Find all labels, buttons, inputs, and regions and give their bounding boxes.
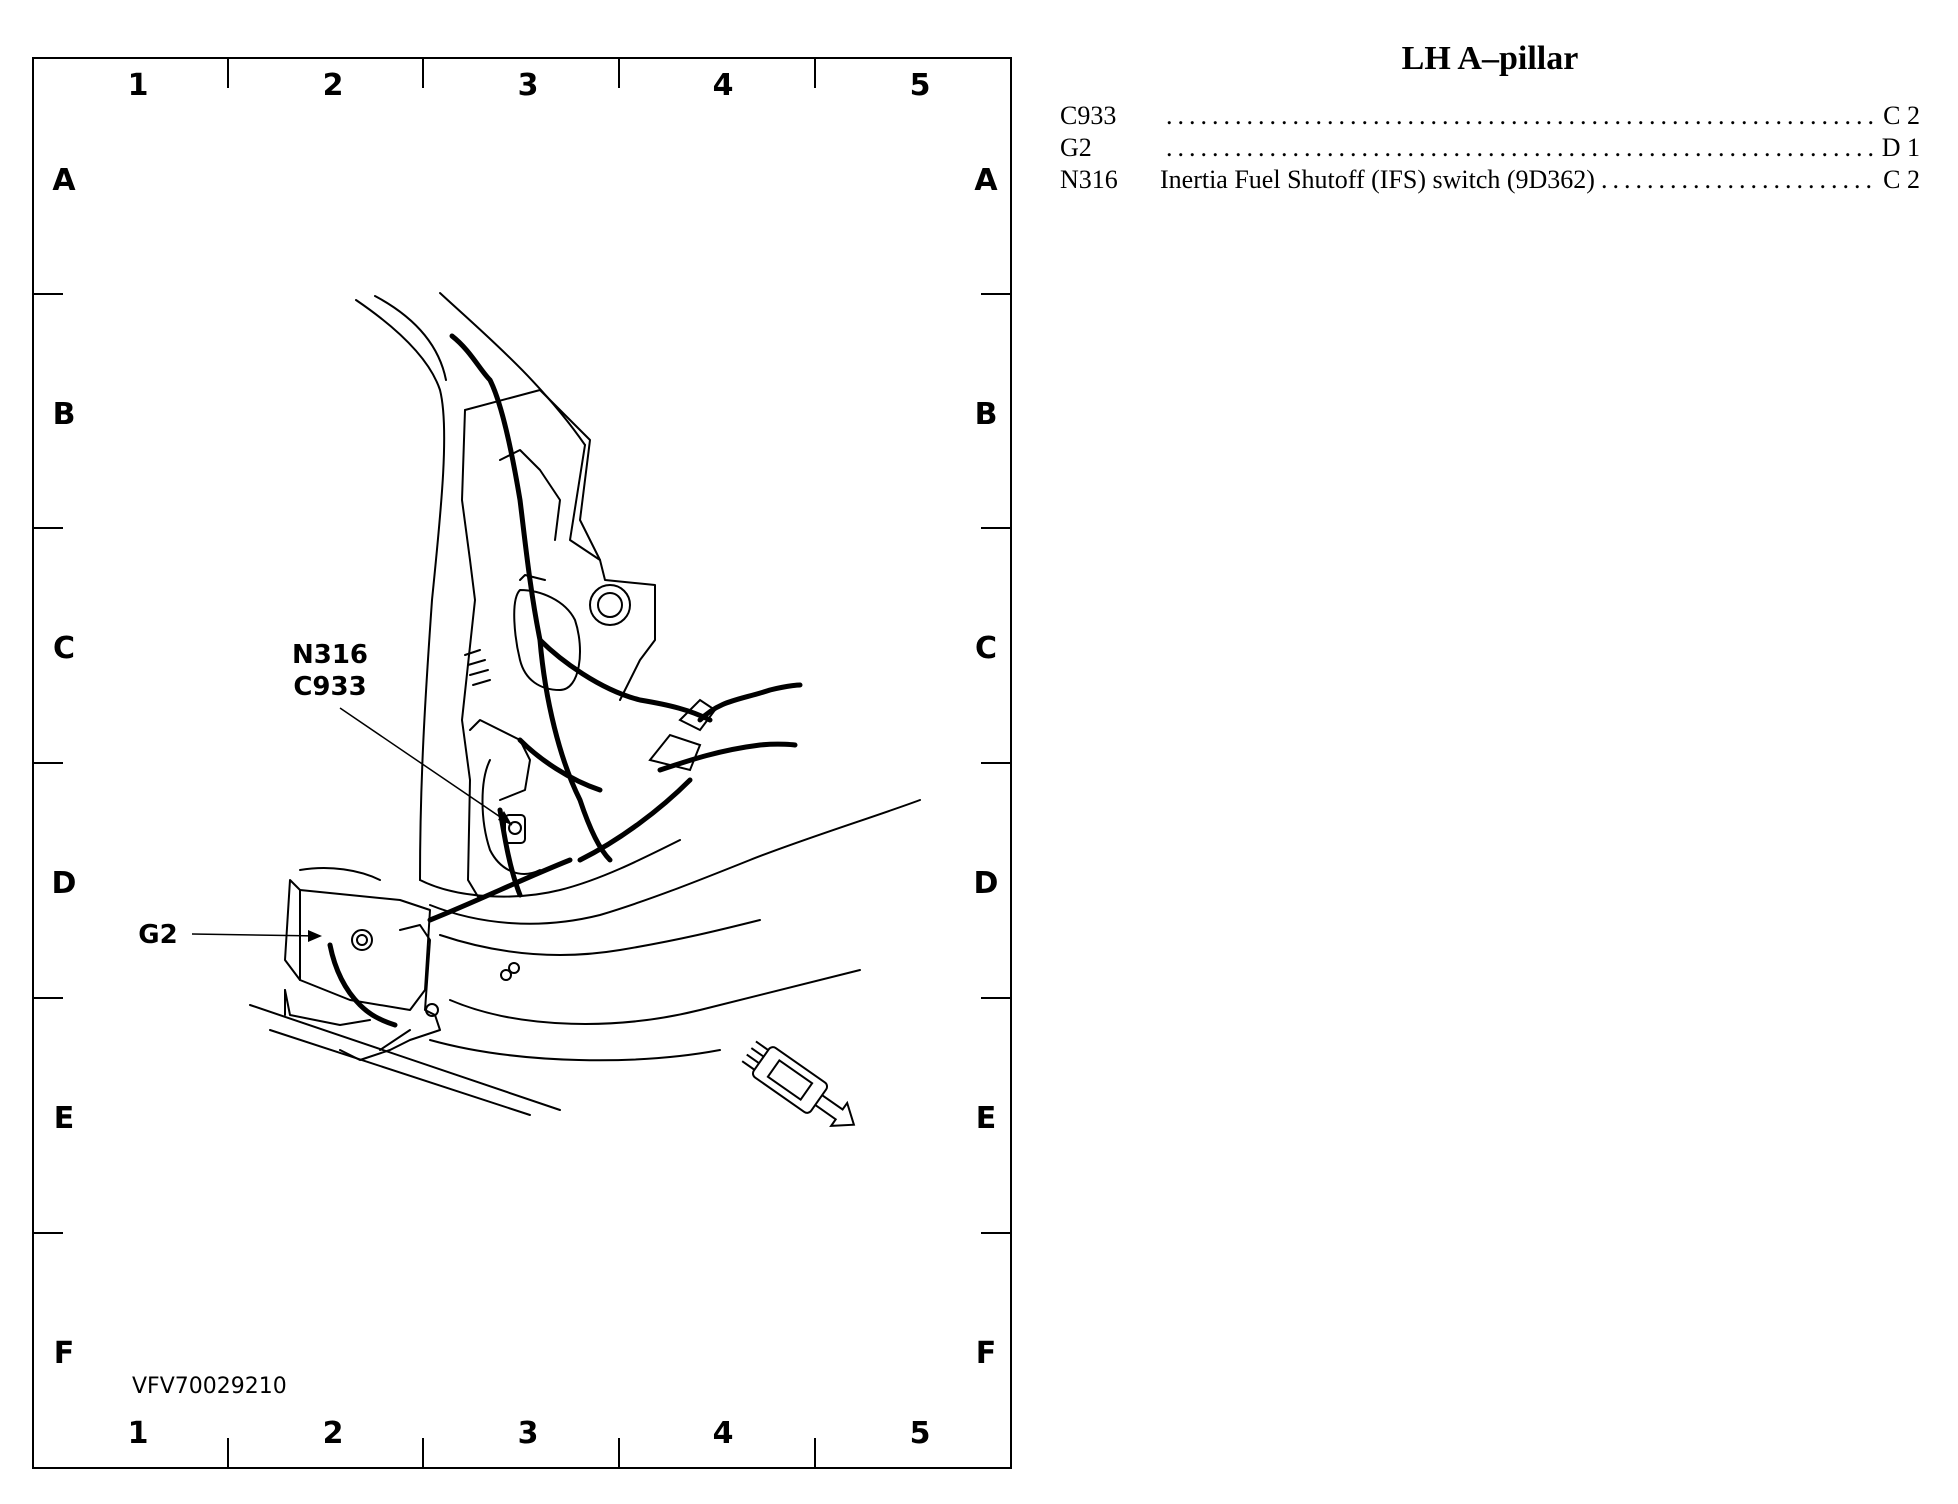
col-label-top-4: 4 [713, 68, 734, 103]
legend-row: G2 D 1 [1060, 132, 1920, 164]
legend-location: D 1 [1881, 133, 1920, 162]
diagram-frame [32, 57, 1012, 1469]
row-label-left-b: B [53, 397, 76, 432]
legend-title: LH A–pillar [1401, 40, 1579, 77]
a-pillar-drawing [249, 292, 921, 1116]
row-label-left-d: D [52, 866, 77, 901]
col-label-bottom-4: 4 [713, 1416, 734, 1451]
row-label-right-d: D [974, 866, 999, 901]
harness-connectors [504, 698, 717, 844]
leader-dots [1166, 100, 1877, 132]
row-label-right-e: E [976, 1101, 997, 1136]
callout-g2-leader [191, 933, 321, 937]
callout-g2-arrowhead [308, 930, 322, 942]
legend-row: C933 C 2 [1060, 100, 1920, 132]
row-label-left-a: A [52, 163, 76, 198]
leader-dots [1601, 164, 1877, 196]
grid-ticks [33, 58, 1011, 1468]
ifs-switch-icon [741, 1040, 856, 1127]
callout-n316-label: N316 [292, 640, 368, 670]
row-label-right-a: A [974, 163, 998, 198]
legend-code: G2 [1060, 133, 1092, 162]
col-label-bottom-1: 1 [128, 1416, 149, 1451]
legend-row: N316 Inertia Fuel Shutoff (IFS) switch (… [1060, 164, 1920, 196]
row-label-left-e: E [54, 1101, 75, 1136]
callout-c933-label: C933 [293, 672, 366, 702]
col-label-top-2: 2 [323, 68, 344, 103]
row-label-right-f: F [976, 1336, 997, 1371]
row-label-right-b: B [975, 397, 998, 432]
col-label-bottom-5: 5 [910, 1416, 931, 1451]
legend-location: C 2 [1883, 165, 1920, 194]
figure-id: VFV70029210 [132, 1374, 287, 1399]
col-label-bottom-2: 2 [323, 1416, 344, 1451]
legend-code: C933 [1060, 101, 1117, 130]
legend-code: N316 [1060, 165, 1118, 194]
callout-n316-c933-leader [339, 707, 513, 826]
col-label-top-1: 1 [128, 68, 149, 103]
callout-g2-label: G2 [138, 920, 177, 950]
col-label-top-5: 5 [910, 68, 931, 103]
row-label-right-c: C [975, 631, 997, 666]
legend-location: C 2 [1883, 101, 1920, 130]
leader-dots [1166, 132, 1876, 164]
row-label-left-c: C [53, 631, 75, 666]
col-label-top-3: 3 [518, 68, 539, 103]
legend-description: Inertia Fuel Shutoff (IFS) switch (9D362… [1160, 165, 1595, 194]
col-label-bottom-3: 3 [518, 1416, 539, 1451]
legend-panel: LH A–pillar C933 C 2 G2 D 1 N316 Inertia… [1060, 40, 1920, 196]
callout-n316-c933-arrowhead [498, 811, 512, 825]
row-label-left-f: F [54, 1336, 75, 1371]
